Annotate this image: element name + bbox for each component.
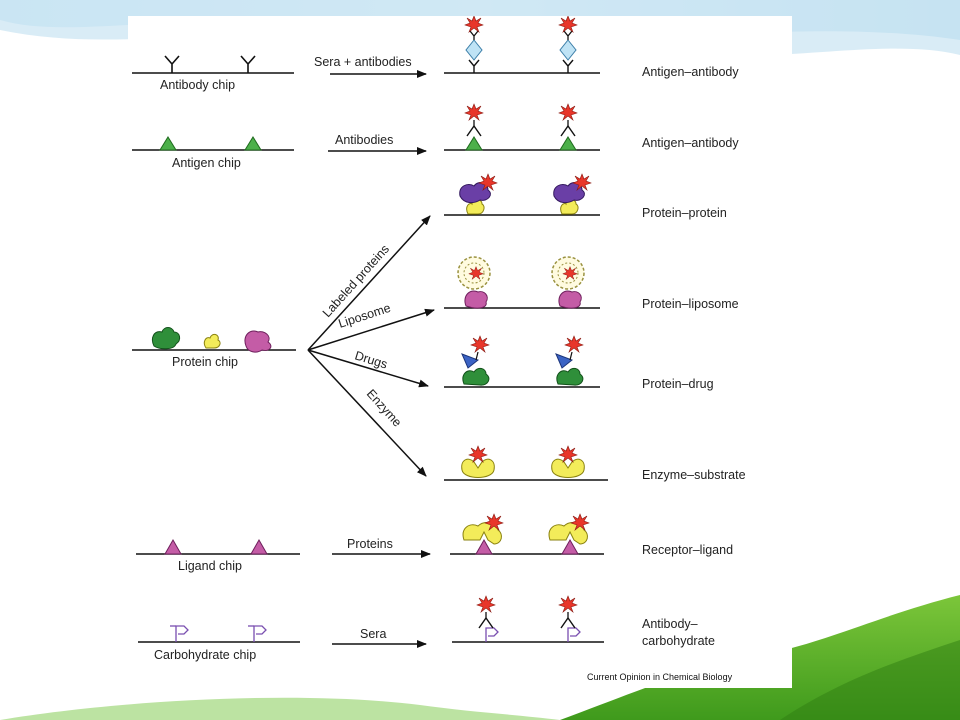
result-label-antibody-carbohydrate-line1: Antibody– <box>642 617 698 631</box>
protein-protein-row: Protein–protein <box>444 173 727 220</box>
antibody-chip-label: Antibody chip <box>160 78 235 92</box>
ligand-icon <box>164 538 268 555</box>
protein-drug-row: Protein–drug <box>444 335 714 391</box>
ligand-chip-row: Ligand chip Proteins Receptor–ligand <box>136 513 733 573</box>
enzyme-substrate-complex-icon <box>461 445 585 478</box>
carbohydrate-chip-label: Carbohydrate chip <box>154 648 256 662</box>
protein-protein-complex-icon <box>459 173 592 215</box>
protein-chip-diagram: Antibody chip Sera + antibodies Antigen–… <box>132 16 746 682</box>
result-label-antigen-antibody-2: Antigen–antibody <box>642 136 739 150</box>
antibody-chip-row: Antibody chip Sera + antibodies Antigen–… <box>132 16 739 92</box>
arrow-label-sera: Sera <box>360 627 386 641</box>
ligand-chip-label: Ligand chip <box>178 559 242 573</box>
arrow-enzyme <box>307 349 427 477</box>
protein-chip-label: Protein chip <box>172 355 238 369</box>
antibody-icon <box>164 55 256 73</box>
receptor-ligand-complex-icon <box>462 513 590 555</box>
antigen-chip-row: Antigen chip Antibodies Antigen–antibody <box>132 103 739 170</box>
arrow-liposome <box>307 308 435 351</box>
enzyme-substrate-row: Enzyme–substrate <box>444 445 746 482</box>
arrow-label-antibodies: Antibodies <box>335 133 393 147</box>
figure-credit: Current Opinion in Chemical Biology <box>587 672 733 682</box>
carbohydrate-chip-row: Carbohydrate chip Sera Antibody– carbohy… <box>138 595 715 662</box>
result-label-enzyme-substrate: Enzyme–substrate <box>642 468 746 482</box>
arrow-label-drugs: Drugs <box>353 348 389 371</box>
protein-liposome-complex-icon <box>457 256 585 309</box>
result-label-receptor-ligand: Receptor–ligand <box>642 543 733 557</box>
antigen-antibody-complex-icon <box>464 16 578 73</box>
protein-chip-row: Protein chip Labeled proteins Liposome D… <box>132 215 435 477</box>
arrow-label-enzyme: Enzyme <box>364 387 405 430</box>
result-label-antigen-antibody-1: Antigen–antibody <box>642 65 739 79</box>
antigen-antibody-bound-icon <box>464 103 578 151</box>
result-label-protein-protein: Protein–protein <box>642 206 727 220</box>
protein-drug-complex-icon <box>461 335 584 386</box>
antigen-icon <box>159 136 262 151</box>
antibody-carbohydrate-complex-icon <box>476 595 581 642</box>
arrow-label-sera-antibodies: Sera + antibodies <box>314 55 412 69</box>
carbohydrate-icon <box>170 625 267 642</box>
result-label-protein-liposome: Protein–liposome <box>642 297 739 311</box>
arrow-labeled-proteins <box>307 215 431 351</box>
result-label-antibody-carbohydrate-line2: carbohydrate <box>642 634 715 648</box>
arrow-drugs <box>307 349 429 388</box>
antigen-chip-label: Antigen chip <box>172 156 241 170</box>
result-label-protein-drug: Protein–drug <box>642 377 714 391</box>
figure-panel: Antibody chip Sera + antibodies Antigen–… <box>128 16 792 688</box>
protein-icons <box>151 327 272 353</box>
protein-liposome-row: Protein–liposome <box>444 256 739 311</box>
arrow-label-proteins: Proteins <box>347 537 393 551</box>
